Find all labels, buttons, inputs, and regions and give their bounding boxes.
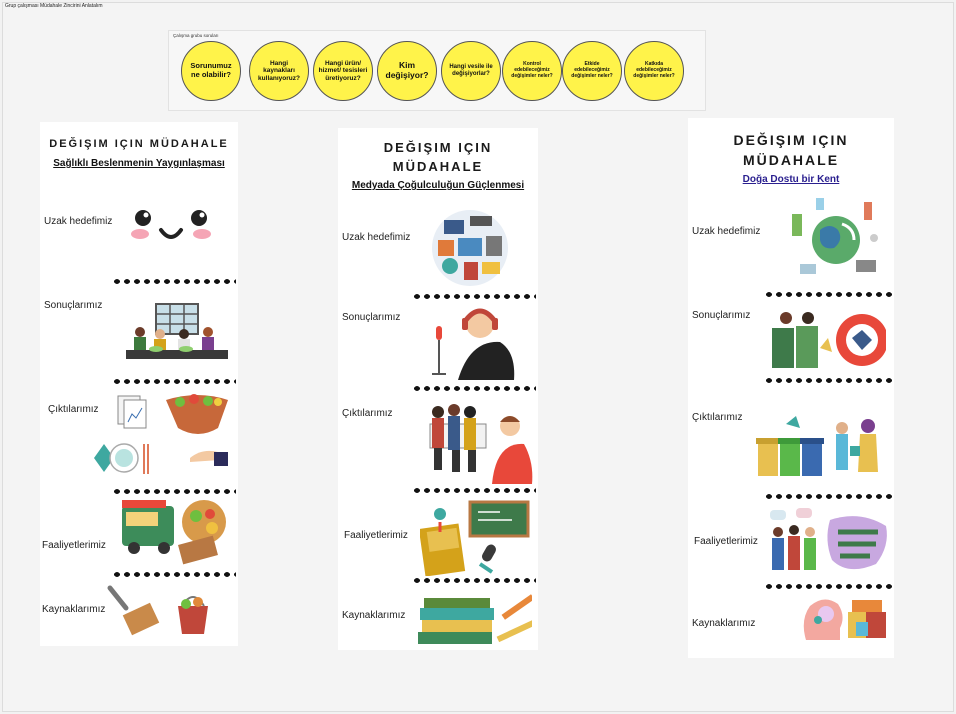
card-subtitle: Doğa Dostu bir Kent	[742, 174, 840, 185]
row-label-outcomes: Sonuçlarımız	[692, 310, 751, 321]
row-label-outputs: Çıktılarımız	[342, 408, 393, 419]
card-title: DEĞIŞIM IÇIN MÜDAHALE	[49, 138, 229, 150]
recycling-people-illustration	[770, 308, 886, 374]
family-dinner-illustration	[126, 298, 228, 368]
food-truck-illustration	[120, 496, 232, 568]
question-group-label: Çalışma grubu soruları	[173, 33, 219, 38]
protest-crowd-illustration	[424, 402, 534, 484]
card-subtitle: Sağlıklı Beslenmenin Yaygınlaşması	[53, 158, 225, 169]
row-label-resources: Kaynaklarımız	[42, 604, 106, 615]
row-divider	[766, 292, 892, 297]
intervention-card-healthy-eating[interactable]: DEĞIŞIM IÇIN MÜDAHALE Sağlıklı Beslenmen…	[40, 122, 238, 646]
row-label-long-term-goal: Uzak hedefimiz	[44, 216, 113, 227]
row-divider	[766, 378, 892, 383]
row-divider	[766, 494, 892, 499]
row-label-activities: Faaliyetlerimiz	[344, 530, 408, 541]
question-bubble-contribute[interactable]: Katkıda edebileceğimiz değişimler neler?	[624, 41, 684, 101]
row-divider	[414, 578, 536, 583]
card-title-line1: DEĞIŞIM IÇIN	[383, 140, 493, 155]
vegetable-basket-illustration	[104, 582, 214, 642]
row-divider	[114, 489, 236, 494]
brain-boxes-illustration	[800, 594, 892, 644]
document-title: Grup çalışması Müdahale Zincirini Anlata…	[5, 3, 103, 9]
row-divider	[766, 584, 892, 589]
row-divider	[414, 488, 536, 493]
row-label-resources: Kaynaklarımız	[342, 610, 406, 621]
row-label-activities: Faaliyetlerimiz	[42, 540, 106, 551]
question-bubble-how-change[interactable]: Hangi vesile ile değişiyorlar?	[441, 41, 501, 101]
question-bubble-resources[interactable]: Hangi kaynakları kullanıyoruz?	[249, 41, 309, 101]
card-title-line1: DEĞIŞIM IÇIN	[733, 132, 849, 148]
eco-globe-illustration	[790, 194, 882, 284]
question-bubble-influence[interactable]: Etkide edebileceğimiz değişimler neler?	[562, 41, 622, 101]
card-title-line2: MÜDAHALE	[392, 159, 484, 174]
row-label-outputs: Çıktılarımız	[692, 412, 743, 423]
row-label-long-term-goal: Uzak hedefimiz	[342, 232, 411, 243]
question-bubble-outputs[interactable]: Hangi ürün/ hizmet/ tesisleri üretiyoruz…	[313, 41, 373, 101]
row-divider	[114, 279, 236, 284]
radio-host-illustration	[430, 302, 520, 382]
card-title-line2: MÜDAHALE	[742, 152, 840, 168]
recycle-bins-illustration	[756, 412, 888, 478]
question-group[interactable]: Çalışma grubu soruları Sorunumuz ne olab…	[168, 30, 706, 111]
row-divider	[114, 572, 236, 577]
row-divider	[414, 294, 536, 299]
media-collage-illustration	[430, 208, 510, 288]
row-label-resources: Kaynaklarımız	[692, 618, 756, 629]
row-divider	[414, 386, 536, 391]
books-pencils-illustration	[416, 592, 532, 650]
row-divider	[114, 379, 236, 384]
row-label-outputs: Çıktılarımız	[48, 404, 99, 415]
classroom-books-illustration	[420, 500, 532, 576]
question-bubble-who-changes[interactable]: Kim değişiyor?	[377, 41, 437, 101]
row-label-activities: Faaliyetlerimiz	[694, 536, 758, 547]
intervention-card-media-pluralism[interactable]: DEĞIŞIM IÇIN MÜDAHALE Medyada Çoğulculuğ…	[338, 128, 538, 650]
row-label-long-term-goal: Uzak hedefimiz	[692, 226, 761, 237]
intervention-card-nature-friendly-city[interactable]: DEĞIŞIM IÇIN MÜDAHALE Doğa Dostu bir Ken…	[688, 118, 894, 658]
kawaii-face-illustration	[128, 204, 218, 248]
reduce-reuse-recycle-illustration	[766, 506, 890, 576]
salad-bowl-illustration	[86, 392, 234, 484]
question-bubble-problem[interactable]: Sorunumuz ne olabilir?	[181, 41, 241, 101]
question-bubble-control[interactable]: Kontrol edebileceğimiz değişimler neler?	[502, 41, 562, 101]
row-label-outcomes: Sonuçlarımız	[342, 312, 401, 323]
row-label-outcomes: Sonuçlarımız	[44, 300, 103, 311]
card-subtitle: Medyada Çoğulculuğun Güçlenmesi	[351, 180, 525, 191]
